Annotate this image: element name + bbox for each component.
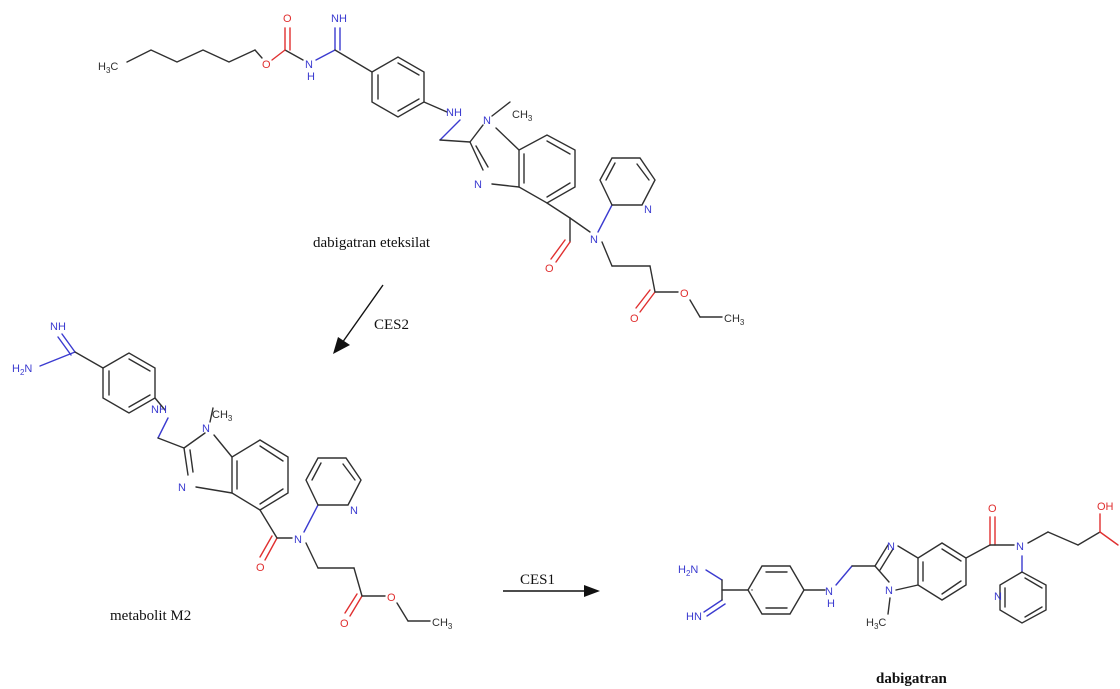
enzyme-ces2: CES2	[374, 317, 409, 333]
molecule-dabigatran: H2N HN N H N N H3C O N	[678, 501, 1119, 631]
atom-ch3-2: CH3	[212, 409, 233, 423]
atom-h-aniline-3: H	[827, 598, 835, 610]
atom-o-ester-1: O	[262, 59, 271, 71]
atom-nh-aniline-2: NH	[151, 404, 167, 416]
atom-hn-3: HN	[686, 611, 702, 623]
atom-n-carbamate: N	[305, 59, 313, 71]
atom-o-carbonyl-ester-2: O	[340, 618, 349, 630]
atom-h2n-3: H2N	[678, 564, 698, 578]
atom-o-amide-3: O	[988, 503, 997, 515]
atom-nh-imine-2: NH	[50, 321, 66, 333]
atom-n-imidazole-1: N	[474, 179, 482, 191]
atom-n-amide-1: N	[590, 234, 598, 246]
molecule-metabolit-m2: NH H2N NH N CH3 N O N N	[12, 321, 453, 631]
atom-n-methyl-3: N	[885, 585, 893, 597]
atom-nh-aniline-1: NH	[446, 107, 462, 119]
atom-o-carbonyl-1: O	[283, 13, 292, 25]
atom-ch3-ethyl-2: CH3	[432, 617, 453, 631]
arrow-step-1	[333, 284, 384, 354]
atom-ch3-1: CH3	[512, 109, 533, 123]
molecule-dabigatran-eteksilat: H3C O O N H NH NH N CH3 N	[98, 13, 745, 327]
atom-n-pyridine-1: N	[644, 204, 652, 216]
atom-h-carbamate: H	[307, 71, 315, 83]
atom-h3c-1: H3C	[98, 61, 118, 75]
atom-o-amide-1: O	[545, 263, 554, 275]
atom-n-imidazole-3: N	[887, 541, 895, 553]
atom-o-amide-2: O	[256, 562, 265, 574]
label-dabigatran: dabigatran	[876, 671, 948, 687]
atom-n-imidazole-2: N	[178, 482, 186, 494]
atom-ch3-ethyl-1: CH3	[724, 313, 745, 327]
atom-o-ester-2: O	[680, 288, 689, 300]
atom-n-amide-3: N	[1016, 541, 1024, 553]
atom-n-amide-2: N	[294, 534, 302, 546]
atom-o-carbonyl-ester-1: O	[630, 313, 639, 325]
label-dabigatran-eteksilat: dabigatran eteksilat	[313, 235, 431, 251]
atom-nh-aniline-3: N	[825, 586, 833, 598]
atom-o-ester-3: O	[387, 592, 396, 604]
atom-oh-3: OH	[1097, 501, 1114, 513]
atom-n-methyl-1: N	[483, 115, 491, 127]
enzyme-ces1: CES1	[520, 572, 555, 588]
atom-nh-imine-1: NH	[331, 13, 347, 25]
arrow-step-2	[503, 585, 600, 597]
label-metabolit-m2: metabolit M2	[110, 608, 191, 624]
atom-h2n-2: H2N	[12, 363, 32, 377]
atom-n-methyl-2: N	[202, 423, 210, 435]
atom-n-pyridine-2: N	[350, 505, 358, 517]
atom-n-pyridine-3: N	[994, 591, 1002, 603]
atom-h3c-3: H3C	[866, 617, 886, 631]
